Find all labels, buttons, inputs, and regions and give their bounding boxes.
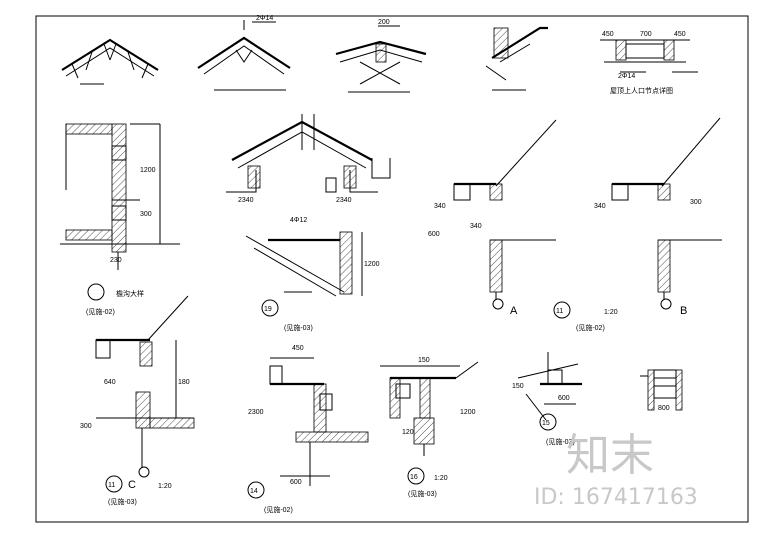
svg-text:2Φ14: 2Φ14 (618, 73, 635, 80)
svg-text:150: 150 (418, 357, 430, 364)
svg-text:15: 15 (542, 420, 550, 427)
svg-text:150: 150 (512, 383, 524, 390)
sheet-border (35, 15, 749, 523)
eave-section-axis-b: B 340 300 (594, 117, 722, 317)
svg-text:200: 200 (378, 19, 390, 26)
roof-hatch-detail: 屋顶上人口节点详图 (600, 39, 698, 95)
svg-text:340: 340 (470, 223, 482, 230)
svg-text:2340: 2340 (336, 197, 352, 204)
svg-text:2300: 2300 (248, 409, 264, 416)
svg-text:16: 16 (410, 474, 418, 481)
svg-text:檐沟大样: 檐沟大样 (116, 289, 144, 298)
svg-text:600: 600 (428, 231, 440, 238)
svg-text:340: 340 (594, 203, 606, 210)
svg-text:120: 120 (402, 429, 414, 436)
svg-text:800: 800 (658, 405, 670, 412)
svg-text:230: 230 (110, 257, 122, 264)
svg-text:11: 11 (556, 308, 563, 315)
ridge-detail-2 (197, 20, 291, 91)
watermark-id: ID: 167417163 (534, 485, 698, 510)
svg-text:(见施-03): (见施-03) (284, 323, 313, 332)
svg-text:B: B (680, 305, 687, 317)
ridge-detail-3 (335, 25, 427, 93)
svg-text:(见施-02): (见施-02) (576, 323, 605, 332)
roof-hatch-title: 屋顶上人口节点详图 (610, 86, 673, 95)
svg-text:(见施-03): (见施-03) (108, 497, 137, 506)
detail-16: 150 1200 120 16 1:20 (见施-03) (380, 357, 479, 498)
svg-text:14: 14 (250, 488, 258, 495)
detail-14: 450 2300 600 14 (见施-02) (247, 345, 369, 514)
svg-text:450: 450 (292, 345, 304, 352)
svg-text:600: 600 (290, 479, 302, 486)
svg-text:1200: 1200 (140, 167, 156, 174)
svg-text:(见施-02): (见施-02) (86, 307, 115, 316)
hatch-opening-detail: 800 (640, 369, 683, 412)
detail-15: 150 600 15 (见施-03) (512, 352, 582, 446)
svg-text:1:20: 1:20 (604, 309, 618, 316)
stair-detail-19: 1200 4Φ12 19 (见施-03) (245, 217, 380, 332)
ridge-detail-1 (61, 38, 159, 85)
svg-text:1:20: 1:20 (434, 475, 448, 482)
svg-text:A: A (510, 305, 518, 317)
svg-text:450: 450 (674, 31, 686, 38)
svg-text:1200: 1200 (364, 261, 380, 268)
svg-text:600: 600 (558, 395, 570, 402)
svg-text:(见施-02): (见施-02) (264, 505, 293, 514)
svg-text:2340: 2340 (238, 197, 254, 204)
top-row-dimensions: 450 700 450 200 2Φ14 2Φ14 (256, 15, 686, 80)
svg-text:1:20: 1:20 (158, 483, 172, 490)
svg-text:1200: 1200 (460, 409, 476, 416)
wall-section-left: 1200 300 230 檐沟大样 (见施-02) (60, 123, 180, 316)
eave-section-axis-c: 180 640 300 11 C 1:20 (见施-03) (80, 295, 195, 506)
svg-text:640: 640 (104, 379, 116, 386)
svg-text:300: 300 (140, 211, 152, 218)
svg-text:340: 340 (434, 203, 446, 210)
svg-text:19: 19 (264, 306, 272, 313)
watermark: 知末 ID: 167417163 (534, 430, 698, 510)
watermark-logo: 知末 (566, 430, 654, 481)
detail-mark-11-a: 11 1:20 (见施-02) (553, 301, 618, 332)
gable-roof-section: 2340 2340 (226, 114, 391, 204)
eave-section-axis-a: A 340 600 340 (428, 119, 557, 317)
svg-text:300: 300 (80, 423, 92, 430)
svg-text:4Φ12: 4Φ12 (290, 217, 307, 224)
eave-detail-small (485, 26, 548, 91)
svg-text:2Φ14: 2Φ14 (256, 15, 273, 22)
svg-text:11: 11 (108, 482, 115, 489)
svg-text:450: 450 (602, 31, 614, 38)
svg-text:(见施-03): (见施-03) (408, 489, 437, 498)
svg-text:C: C (128, 479, 136, 491)
svg-text:180: 180 (178, 379, 190, 386)
svg-text:700: 700 (640, 31, 652, 38)
svg-text:(见施-03): (见施-03) (546, 437, 575, 446)
svg-text:300: 300 (690, 199, 702, 206)
